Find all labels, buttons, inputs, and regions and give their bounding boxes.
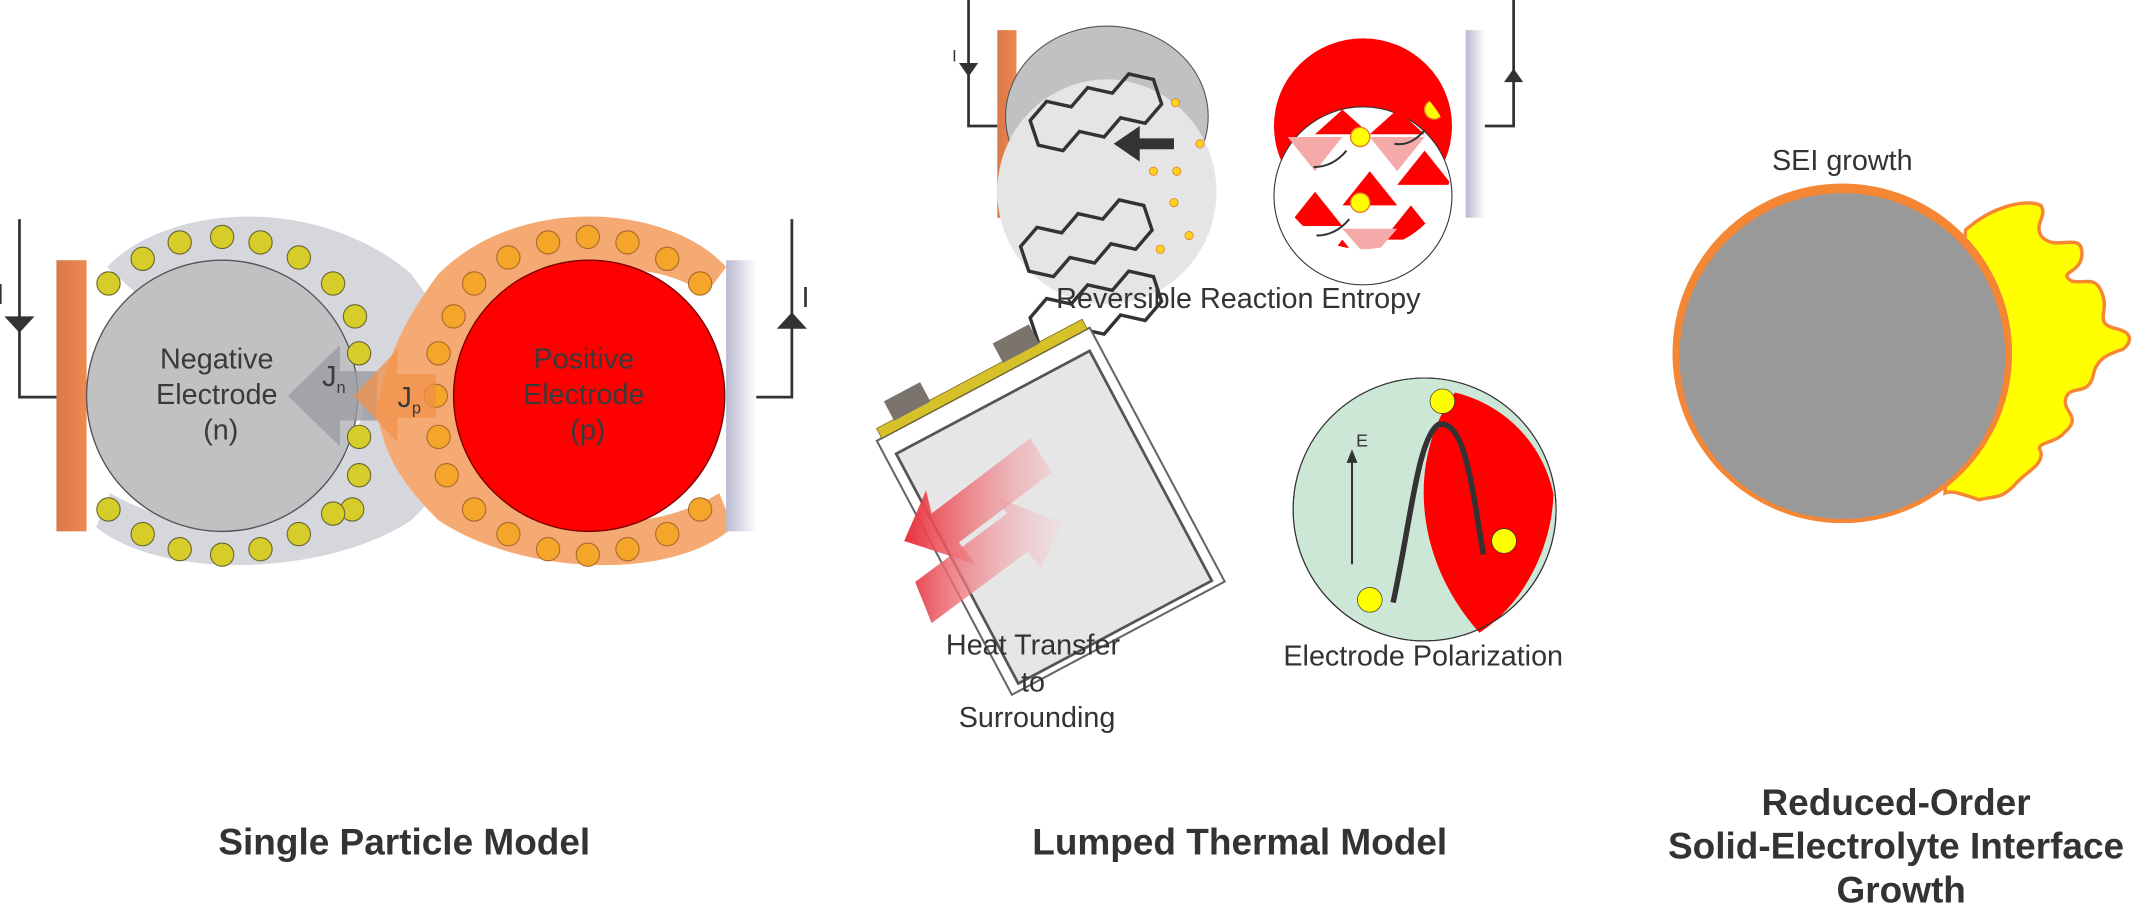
current-wire-right <box>756 219 794 399</box>
sei-growth-label: SEI growth <box>1772 145 1913 177</box>
intercalation-arrow-icon <box>1113 125 1174 162</box>
negative-current-collector <box>56 260 87 532</box>
positive-particle <box>452 259 726 533</box>
current-arrow-down-icon <box>4 316 35 333</box>
positive-electrolyte-shell <box>376 216 733 566</box>
polarization-icon: E <box>1292 377 1557 642</box>
flux-label-n: Jn <box>322 361 346 397</box>
heat-transfer-label: Heat Transfer to Surrounding <box>946 630 1128 735</box>
positive-current-collector <box>726 260 757 532</box>
single-particle-model-panel: I Jn Jp <box>0 216 809 863</box>
entropy-label: Reversible Reaction Entropy <box>1056 283 1421 315</box>
positive-electrode-label: Positive Electrode (p) <box>523 343 652 446</box>
thermal-current-arrow-down-icon <box>958 62 979 77</box>
sei-title: Reduced-Order Solid-Electrolyte Interfac… <box>1668 782 2134 908</box>
thermal-current-wire-right <box>1484 0 1515 128</box>
heat-in-arrow-icon <box>915 497 1062 624</box>
current-label-left: I <box>0 279 4 311</box>
flux-label-p: Jp <box>397 382 421 418</box>
thermal-current-wire-left <box>967 0 998 128</box>
flux-arrow-negative-icon <box>287 345 377 447</box>
current-wire-left <box>18 219 58 399</box>
sei-particle-core <box>1679 193 2006 520</box>
energy-axis-label: E <box>1356 430 1368 450</box>
flux-arrow-positive-icon <box>353 349 436 443</box>
pouch-cell-icon <box>875 318 1227 697</box>
sei-growth-panel: SEI growth Reduced-Order Solid-Electroly… <box>1668 145 2134 908</box>
oxide-current-collector <box>1465 30 1485 218</box>
thermal-current-label: I <box>952 48 957 66</box>
current-arrow-up-icon <box>776 312 807 329</box>
heat-out-arrow-icon <box>904 438 1053 565</box>
negative-electrolyte-shell <box>96 216 473 566</box>
thermal-title: Lumped Thermal Model <box>1032 822 1447 863</box>
negative-electrode-label: Negative Electrode (n) <box>156 343 285 446</box>
li-ions-negative <box>96 224 372 567</box>
li-ions-entropy <box>1148 98 1205 254</box>
thermal-current-arrow-up-icon <box>1504 68 1524 83</box>
lumped-thermal-model-panel: I <box>875 0 1563 863</box>
current-label-right: I <box>801 282 809 314</box>
polarization-label: Electrode Polarization <box>1283 641 1563 673</box>
oxide-lattice-icon <box>1287 99 1452 250</box>
spm-title: Single Particle Model <box>218 822 590 863</box>
